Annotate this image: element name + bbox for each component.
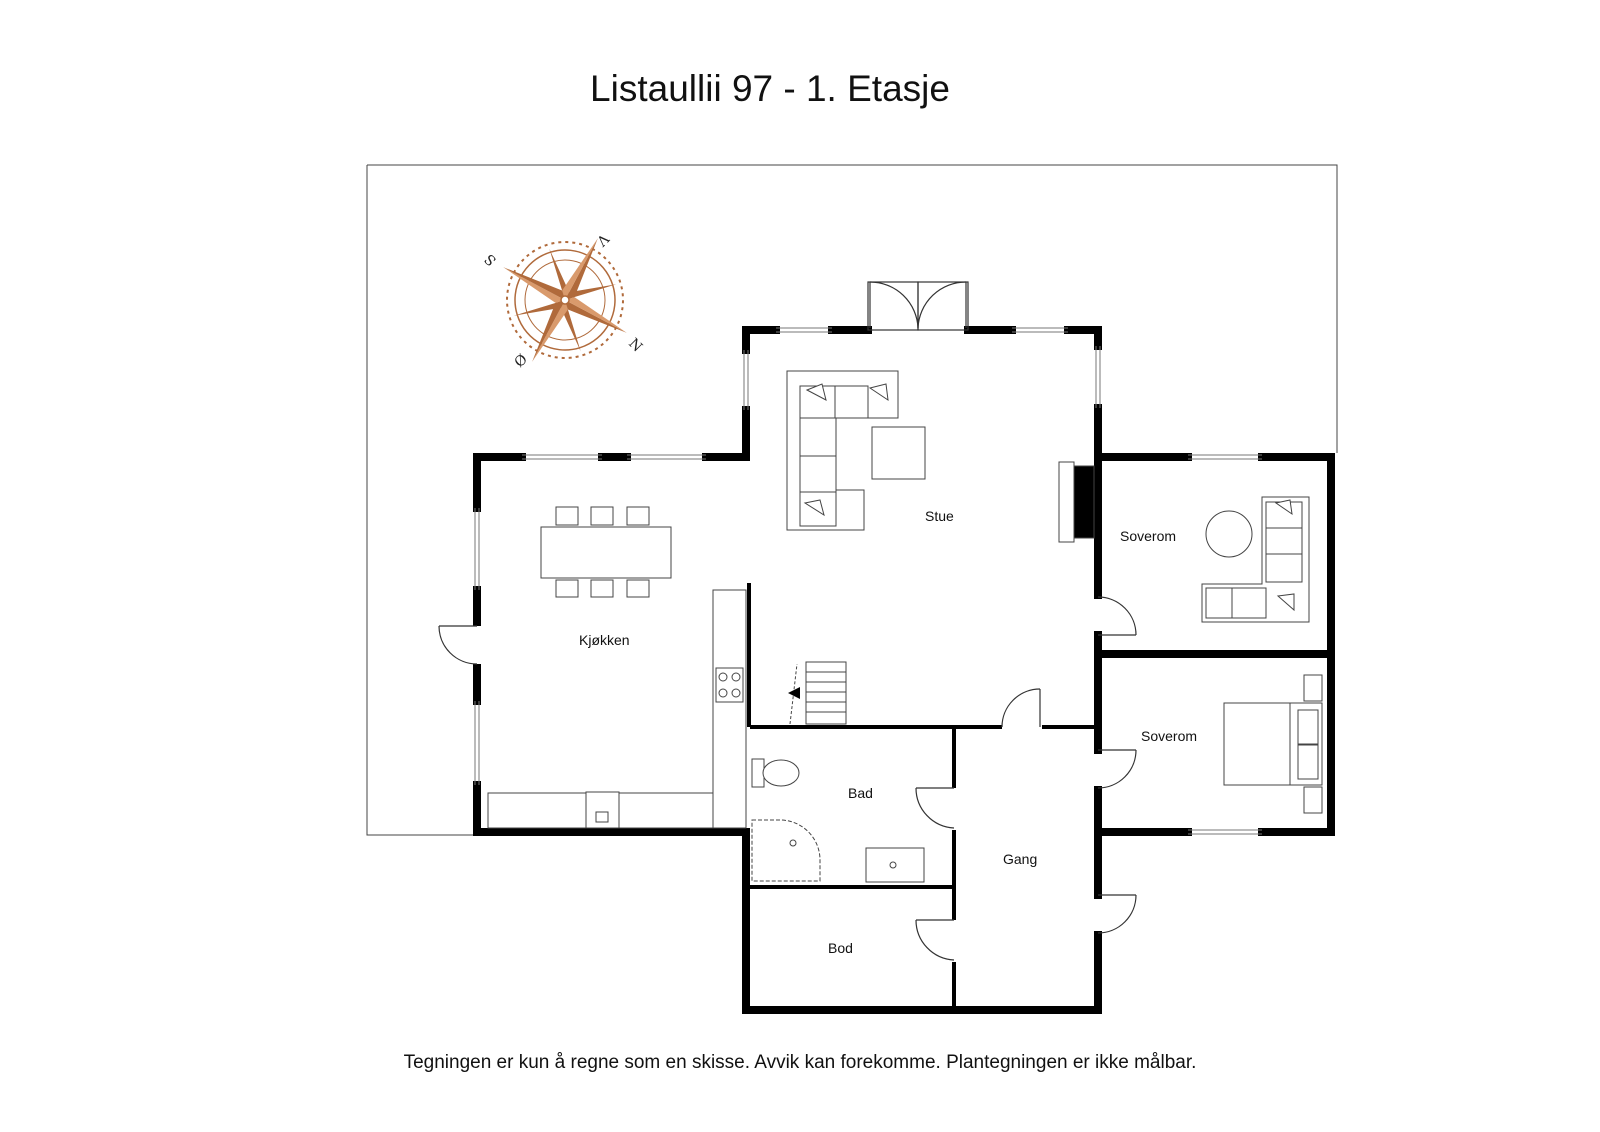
compass-letter-v: V [592,229,612,249]
stove-icon [715,667,744,703]
room-label-soverom-2: Soverom [1141,728,1197,744]
compass-letter-s: S [482,250,500,268]
windows [474,327,1262,835]
compass-letter-o: Ø [512,351,531,370]
shower-icon [751,819,821,882]
compass-rose-icon [503,238,627,362]
dining-table-icon [540,506,672,598]
corner-sofa-icon-2 [1201,496,1310,623]
disclaimer-text: Tegningen er kun å regne som en skisse. … [403,1052,1197,1073]
kitchen-counter-icon [487,589,747,829]
double-bed-icon [1223,674,1323,814]
stairs-icon [788,661,847,725]
corner-sofa-icon [786,370,899,531]
walls [473,326,1335,1014]
toilet-icon [751,758,800,788]
room-label-bad: Bad [848,785,873,801]
sink-icon [865,847,925,883]
furniture [487,370,1323,883]
terrace-outline [366,164,1338,836]
round-table-icon [1205,510,1253,558]
room-label-kjokken: Kjøkken [579,632,630,648]
coffee-table-icon [871,426,926,480]
room-label-stue: Stue [925,508,954,524]
doors [438,281,1137,961]
compass-letter-n: N [625,336,645,356]
room-label-gang: Gang [1003,851,1037,867]
fireplace-icon [1058,461,1095,543]
room-label-bod: Bod [828,940,853,956]
interior-walls [747,583,1094,1006]
room-label-soverom-1: Soverom [1120,528,1176,544]
plan-title: Listaullii 97 - 1. Etasje [590,68,950,109]
